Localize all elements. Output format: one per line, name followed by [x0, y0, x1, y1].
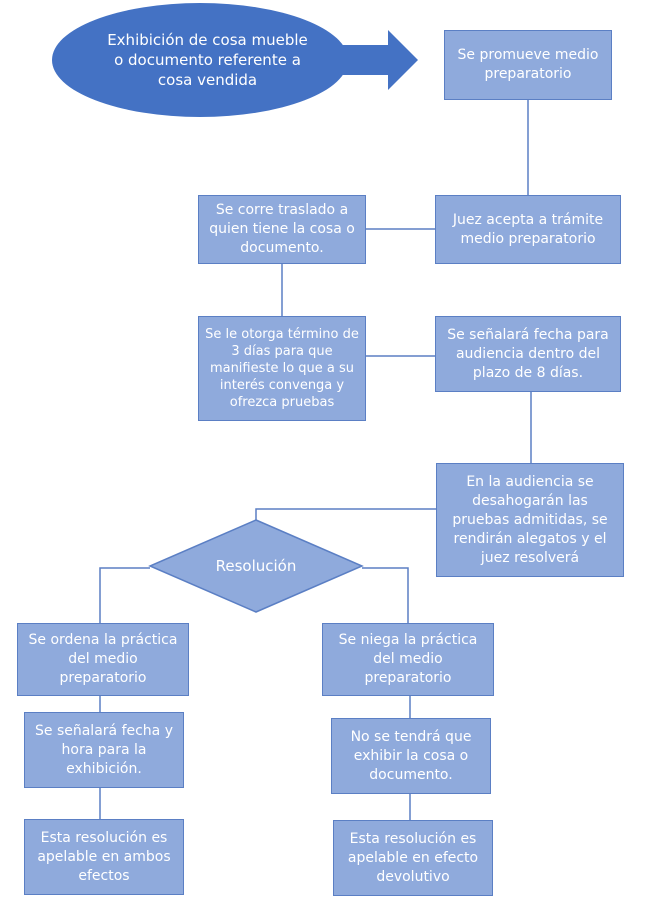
node-no-exhibit: No se tendrá que exhibir la cosa o docum…	[331, 718, 491, 794]
node-accept: Juez acepta a trámite medio preparatorio	[435, 195, 621, 264]
node-appeal-both: Esta resolución es apelable en ambos efe…	[24, 819, 184, 895]
connector-decision-denied	[362, 567, 409, 623]
node-term-text: Se le otorga término de 3 días para que …	[205, 327, 359, 410]
node-appeal-devolutive-text: Esta resolución es apelable en efecto de…	[347, 830, 479, 885]
node-denied-text: Se niega la práctica del medio preparato…	[338, 632, 478, 686]
node-hearing-date: Se señalará fecha para audiencia dentro …	[435, 316, 621, 392]
node-term: Se le otorga término de 3 días para que …	[198, 316, 366, 421]
start-ellipse	[52, 3, 348, 117]
decision-diamond	[148, 519, 364, 613]
node-no-exhibit-text: No se tendrá que exhibir la cosa o docum…	[350, 728, 472, 783]
decision-label: Resolución	[190, 554, 322, 578]
node-transfer-text: Se corre traslado a quien tiene la cosa …	[209, 202, 355, 256]
node-denied: Se niega la práctica del medio preparato…	[322, 623, 494, 696]
connector-decision-ordered	[99, 567, 150, 623]
connector-hearing-decision	[255, 508, 436, 526]
node-appeal-devolutive: Esta resolución es apelable en efecto de…	[333, 820, 493, 896]
node-ordered-text: Se ordena la práctica del medio preparat…	[28, 632, 178, 686]
start-label: Exhibición de cosa mueble o documento re…	[105, 22, 310, 98]
node-exhibit-date: Se señalará fecha y hora para la exhibic…	[24, 712, 184, 788]
decision-text: Resolución	[215, 557, 297, 575]
start-arrow-shape	[320, 30, 418, 90]
node-promote: Se promueve medio preparatorio	[444, 30, 612, 100]
node-transfer: Se corre traslado a quien tiene la cosa …	[198, 195, 366, 264]
node-hearing: En la audiencia se desahogarán las prueb…	[436, 463, 624, 577]
node-accept-text: Juez acepta a trámite medio preparatorio	[452, 211, 604, 247]
node-hearing-date-text: Se señalará fecha para audiencia dentro …	[447, 326, 609, 381]
node-hearing-text: En la audiencia se desahogarán las prueb…	[452, 473, 608, 566]
start-text: Exhibición de cosa mueble o documento re…	[107, 31, 308, 89]
node-exhibit-date-text: Se señalará fecha y hora para la exhibic…	[35, 722, 173, 777]
node-ordered: Se ordena la práctica del medio preparat…	[17, 623, 189, 696]
node-appeal-both-text: Esta resolución es apelable en ambos efe…	[37, 829, 171, 884]
node-promote-text: Se promueve medio preparatorio	[457, 47, 599, 82]
